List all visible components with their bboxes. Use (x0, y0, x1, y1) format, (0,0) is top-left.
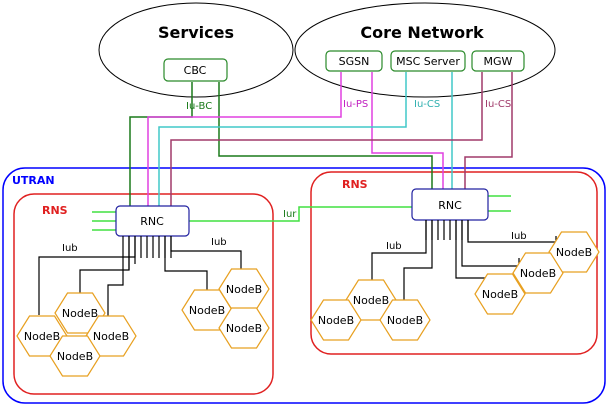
iur-link (189, 206, 412, 222)
nodeb-label: NodeB (62, 307, 98, 320)
cbc-box[interactable] (163, 58, 228, 82)
nodeb-label: NodeB (520, 267, 556, 280)
nodeb-label: NodeB (57, 350, 93, 363)
rns-right-label: RNS (342, 178, 368, 191)
nodeb-hexagon[interactable] (218, 307, 270, 349)
mgw-label: MGW (484, 55, 513, 68)
nodeb-hexagon[interactable] (49, 335, 101, 377)
core-network-title: Core Network (360, 23, 484, 42)
iur-label: Iur (283, 209, 297, 220)
nodeb-hexagon[interactable] (474, 273, 526, 315)
iub-left-label-1: Iub (62, 243, 78, 254)
cbc-label: CBC (184, 64, 207, 77)
iu-bc-link-left (129, 82, 193, 206)
nodeb-hexagon[interactable] (54, 292, 106, 334)
msc-server-box[interactable] (390, 50, 466, 72)
iu-cs-msc-label: Iu-CS (414, 99, 440, 110)
iu-cs-msc-link-left (158, 72, 407, 206)
core-network-cloud (294, 2, 556, 98)
rnc-left-label: RNC (140, 215, 164, 228)
services-cloud (98, 2, 294, 98)
mgw-box[interactable] (471, 50, 525, 72)
iub-right-label-2: Iub (511, 231, 527, 242)
rnc-right-label: RNC (438, 199, 462, 212)
iub-links-right (371, 220, 557, 302)
nodeb-label: NodeB (387, 314, 423, 327)
iub-right-label-1: Iub (386, 241, 402, 252)
nodeb-label: NodeB (226, 283, 262, 296)
iub-links-left (38, 236, 242, 318)
iub-left-label-2: Iub (211, 237, 227, 248)
sgsn-label: SGSN (339, 55, 370, 68)
msc-server-label: MSC Server (396, 55, 460, 68)
nodeb-label: NodeB (93, 330, 129, 343)
iu-ps-label: Iu-PS (343, 99, 368, 110)
iu-ps-link-left (147, 72, 342, 206)
nodeb-label: NodeB (353, 294, 389, 307)
utran-region (2, 167, 606, 404)
nodeb-hexagon[interactable] (310, 299, 362, 341)
iu-cs-mgw-link-right (464, 72, 513, 189)
rns-left-label: RNS (42, 204, 68, 217)
nodeb-label: NodeB (226, 322, 262, 335)
nodeb-hexagon[interactable] (379, 299, 431, 341)
rnc-left-side-links (92, 211, 116, 231)
sgsn-box[interactable] (325, 50, 383, 72)
iu-cs-mgw-link-left (170, 72, 483, 206)
nodeb-hexagon[interactable] (512, 252, 564, 294)
iu-cs-mgw-label: Iu-CS (485, 99, 511, 110)
utran-label: UTRAN (12, 174, 55, 187)
rnc-right-side-links (488, 195, 511, 212)
iu-bc-label: Iu-BC (186, 101, 212, 112)
iu-ps-link-right (371, 72, 444, 189)
nodeb-label: NodeB (24, 330, 60, 343)
rns-right-region (310, 171, 598, 355)
nodeb-label: NodeB (556, 246, 592, 259)
services-title: Services (158, 23, 234, 42)
nodeb-label: NodeB (189, 304, 225, 317)
nodeb-label: NodeB (318, 314, 354, 327)
rns-left-region (13, 193, 274, 395)
iu-bc-link-right (218, 82, 433, 189)
nodeb-label: NodeB (482, 288, 518, 301)
